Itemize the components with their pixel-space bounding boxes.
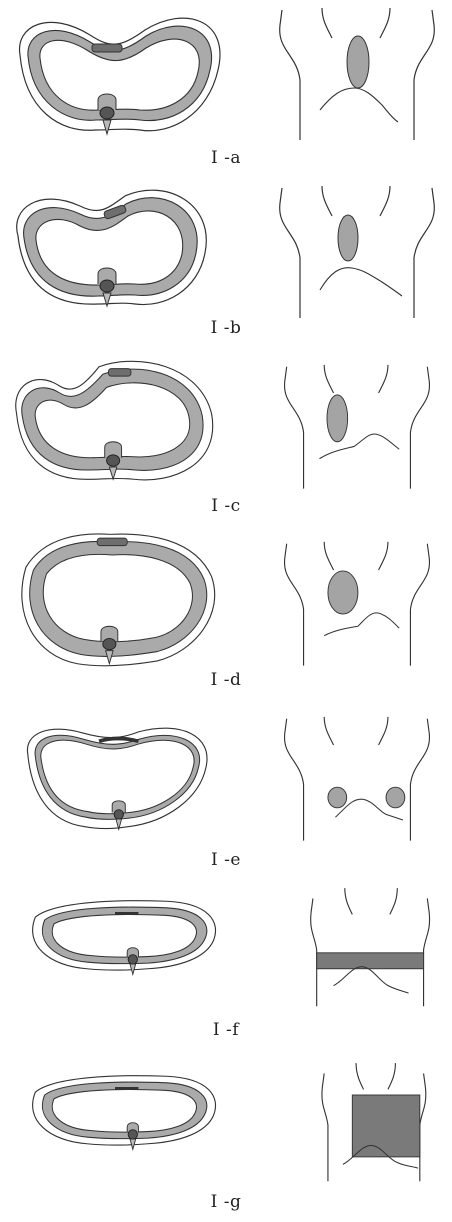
cross-section-f: [0, 875, 230, 1025]
torso-outline-b: [262, 178, 452, 328]
panel-a: Ⅰ -a: [0, 0, 452, 170]
panel-caption: Ⅰ -e: [0, 850, 452, 870]
panel-caption: Ⅰ -g: [0, 1192, 452, 1212]
panel-c: Ⅰ -c: [0, 348, 452, 528]
torso-outline-a: [262, 0, 452, 150]
panel-d: Ⅰ -d: [0, 525, 452, 700]
panel-f: Ⅰ -f: [0, 875, 452, 1050]
torso-outline-g: [262, 1050, 452, 1200]
torso-outline-e: [262, 700, 452, 850]
panel-caption: Ⅰ -b: [0, 318, 452, 338]
panel-e: Ⅰ -e: [0, 700, 452, 875]
cross-section-d: [0, 525, 230, 675]
torso-outline-d: [262, 525, 452, 675]
cross-section-e: [0, 700, 230, 850]
panel-caption: Ⅰ -d: [0, 670, 452, 690]
cross-section-b: [0, 178, 230, 328]
cross-section-g: [0, 1050, 230, 1200]
panel-caption: Ⅰ -c: [0, 496, 452, 516]
torso-outline-c: [262, 348, 452, 498]
torso-outline-f: [262, 875, 452, 1025]
panel-b: Ⅰ -b: [0, 178, 452, 348]
cross-section-a: [0, 0, 230, 150]
panel-g: Ⅰ -g: [0, 1050, 452, 1222]
panel-caption: Ⅰ -f: [0, 1020, 452, 1040]
panel-caption: Ⅰ -a: [0, 148, 452, 168]
cross-section-c: [0, 348, 230, 498]
